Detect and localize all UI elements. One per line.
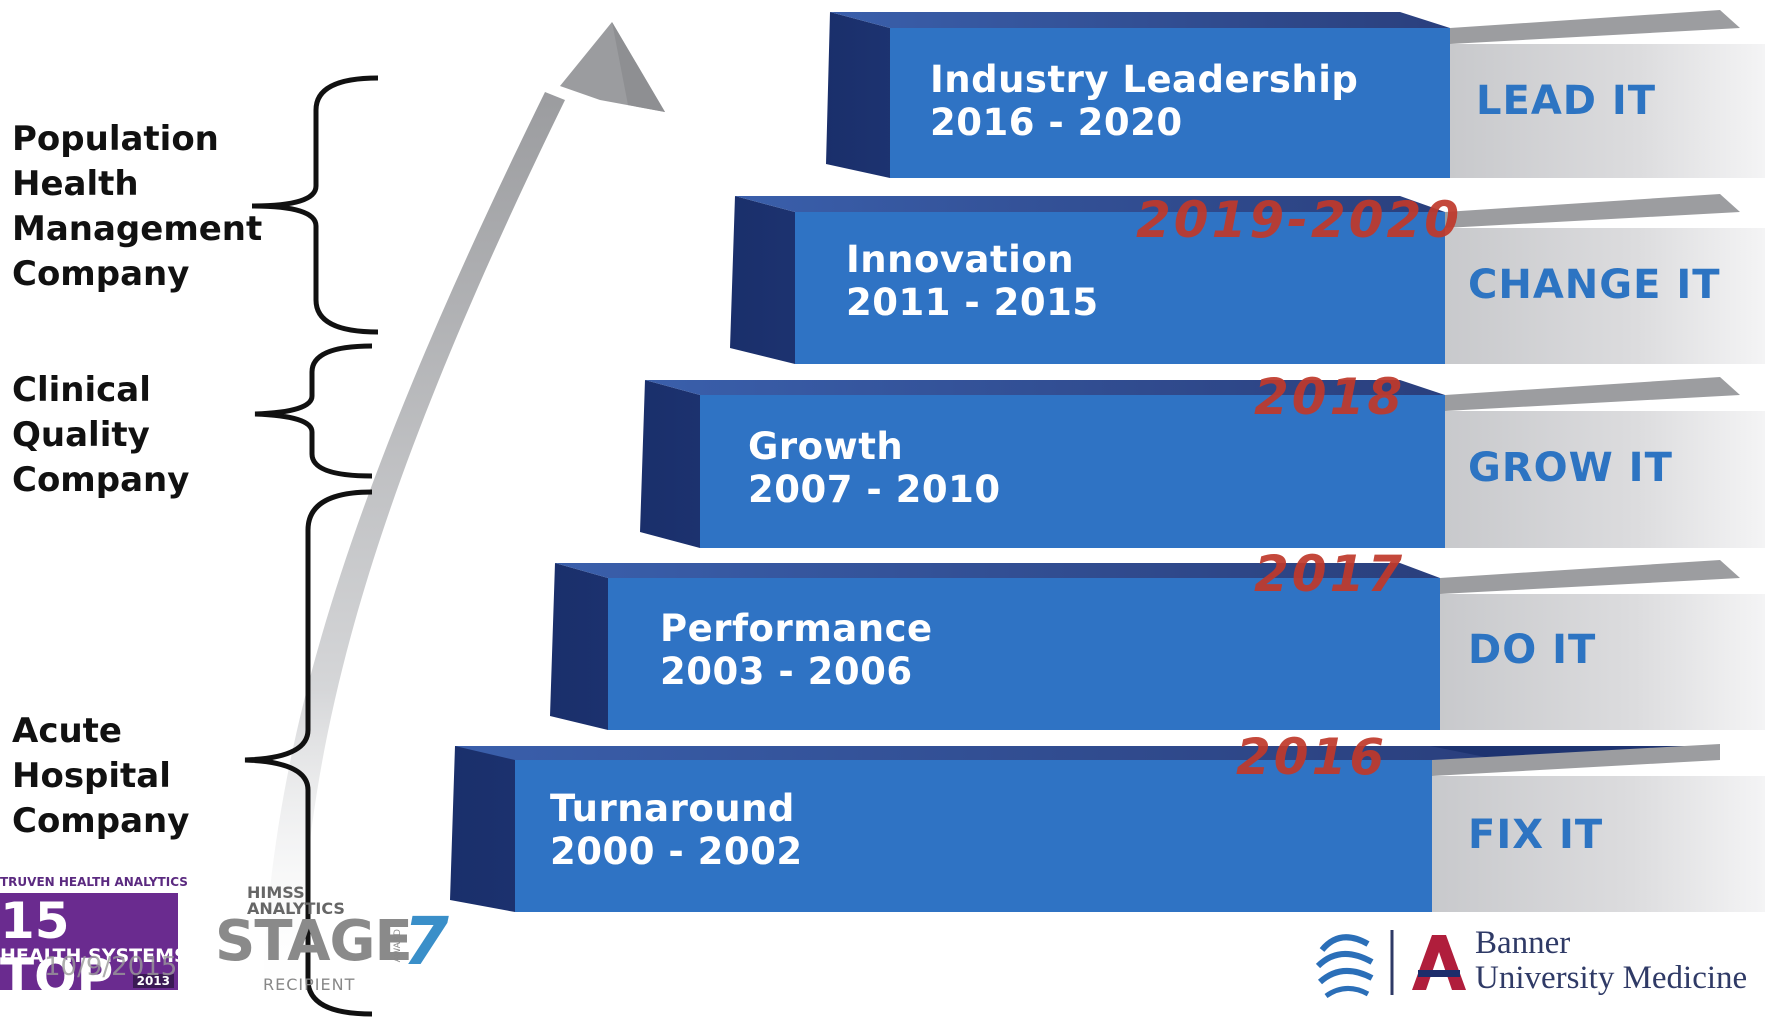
group-label-line: Hospital — [12, 756, 171, 796]
university-a-icon — [1412, 935, 1466, 990]
step-years: 2007 - 2010 — [748, 468, 1001, 511]
step-name: Innovation — [846, 238, 1075, 281]
group-label-line: Health — [12, 164, 139, 204]
badge-stage-number: 7 — [403, 903, 449, 980]
brace-clinical-quality — [254, 343, 373, 479]
badge-year: 2013 — [132, 974, 174, 988]
achieved-year-turnaround: 2016 — [1236, 728, 1388, 786]
step-performance — [550, 560, 1765, 730]
badge-title: 15 TOP — [0, 892, 114, 1006]
group-label-acute-hospital: Acute Hospital Company — [12, 709, 189, 844]
step-turnaround — [450, 744, 1765, 912]
step-years: 2016 - 2020 — [930, 101, 1183, 144]
achieved-year-growth: 2018 — [1254, 368, 1406, 426]
brace-acute-hospital — [244, 489, 373, 1017]
achieved-year-innovation: 2019-2020 — [1136, 191, 1463, 249]
group-label-line: Company — [12, 460, 190, 500]
step-innovation — [730, 194, 1765, 364]
action-grow-it: GROW IT — [1468, 445, 1673, 491]
group-label-clinical-quality: Clinical Quality Company — [12, 368, 189, 503]
step-growth — [640, 377, 1765, 548]
date-stamp: 10/9/2015 — [44, 952, 178, 982]
step-years: 2011 - 2015 — [846, 281, 1099, 324]
badge-award: AWARD — [393, 929, 403, 963]
group-label-line: Company — [12, 801, 190, 841]
badge-recipient: RECIPIENT — [263, 975, 356, 994]
step-title-industry-leadership: Industry Leadership 2016 - 2020 — [930, 58, 1358, 144]
himss-stage7-badge: HIMSS ANALYTICS STAGE 7 AWARD RECIPIENT — [215, 883, 449, 995]
logo-text-banner: Banner — [1475, 925, 1571, 961]
action-lead-it: LEAD IT — [1476, 78, 1657, 124]
group-label-line: Clinical — [12, 370, 151, 410]
logo-text-university-medicine: University Medicine — [1475, 960, 1748, 996]
badge-org: HIMSS ANALYTICS — [247, 883, 345, 918]
badge-stage: STAGE — [215, 909, 413, 974]
step-title-innovation: Innovation 2011 - 2015 — [846, 238, 1099, 324]
action-change-it: CHANGE IT — [1468, 262, 1721, 308]
brace-population-health — [251, 75, 379, 335]
badge-subtitle: HEALTH SYSTEMS — [0, 945, 188, 967]
truven-award-badge: TRUVEN HEALTH ANALYTICS 15 TOP HEALTH SY… — [0, 875, 188, 1005]
step-title-turnaround: Turnaround 2000 - 2002 — [550, 787, 803, 873]
group-label-population-health: Population Health Management Company — [12, 117, 262, 297]
action-fix-it: FIX IT — [1468, 812, 1604, 858]
group-label-line: Company — [12, 254, 190, 294]
group-label-line: Population — [12, 119, 219, 159]
step-name: Growth — [748, 425, 904, 468]
step-title-performance: Performance 2003 - 2006 — [660, 607, 933, 693]
step-industry-leadership — [826, 10, 1765, 178]
step-name: Industry Leadership — [930, 58, 1359, 101]
group-label-line: Management — [12, 209, 263, 249]
achieved-year-performance: 2017 — [1254, 545, 1406, 603]
step-years: 2003 - 2006 — [660, 650, 913, 693]
group-label-line: Quality — [12, 415, 150, 455]
progress-arrow — [262, 92, 565, 1010]
step-years: 2000 - 2002 — [550, 830, 803, 873]
step-name: Turnaround — [550, 787, 795, 830]
action-do-it: DO IT — [1468, 627, 1597, 673]
badge-org: TRUVEN HEALTH ANALYTICS — [0, 875, 188, 889]
banner-logo-icon — [1315, 934, 1374, 999]
step-name: Performance — [660, 607, 933, 650]
step-title-growth: Growth 2007 - 2010 — [748, 425, 1001, 511]
group-label-line: Acute — [12, 711, 122, 751]
badge-box — [0, 893, 178, 990]
